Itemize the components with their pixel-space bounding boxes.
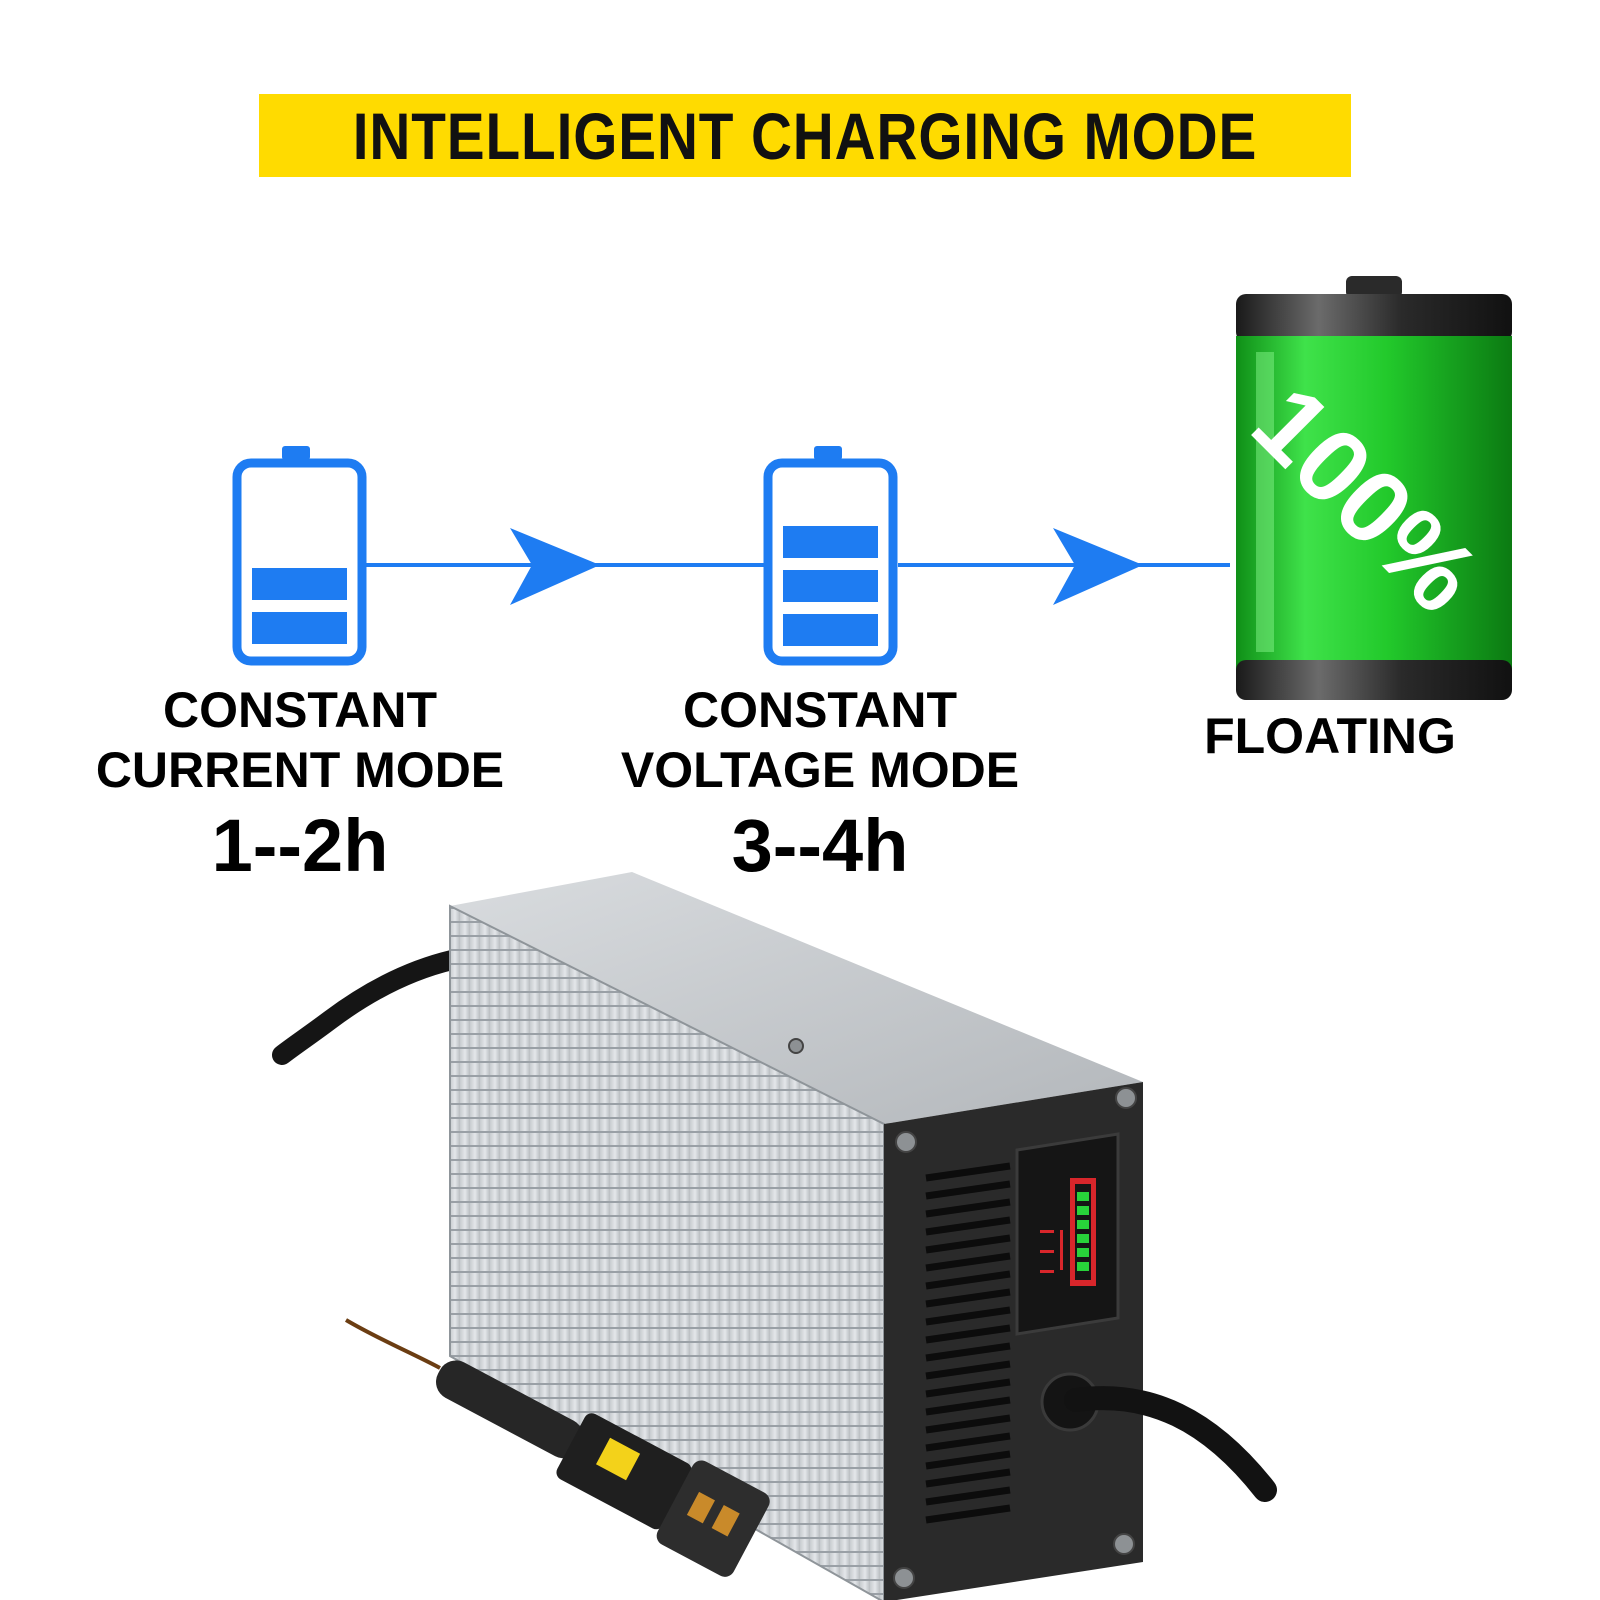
stage-constant-current: CONSTANT CURRENT MODE 1--2h bbox=[70, 680, 530, 891]
stage-constant-voltage: CONSTANT VOLTAGE MODE 3--4h bbox=[590, 680, 1050, 891]
stage-line2: VOLTAGE MODE bbox=[620, 742, 1020, 798]
stage-line1: FLOATING bbox=[1204, 708, 1456, 764]
stage-line1: CONSTANT bbox=[162, 682, 438, 738]
stage-floating: FLOATING bbox=[1180, 706, 1480, 766]
arrow-right-icon bbox=[510, 528, 600, 605]
banner-title: INTELLIGENT CHARGING MODE bbox=[352, 98, 1258, 173]
title-banner: INTELLIGENT CHARGING MODE bbox=[259, 94, 1351, 177]
stage-duration: 1--2h bbox=[211, 804, 389, 887]
arrow-right-icon bbox=[1053, 528, 1143, 605]
battery-two-bars-icon bbox=[232, 446, 367, 666]
stage-duration: 3--4h bbox=[731, 804, 909, 887]
battery-three-bars-icon bbox=[763, 446, 898, 666]
stage-line1: CONSTANT bbox=[682, 682, 958, 738]
stage-line2: CURRENT MODE bbox=[95, 742, 505, 798]
full-green-battery-icon: 100% bbox=[1230, 276, 1512, 700]
golf-cart-charger-photo bbox=[272, 872, 1277, 1600]
